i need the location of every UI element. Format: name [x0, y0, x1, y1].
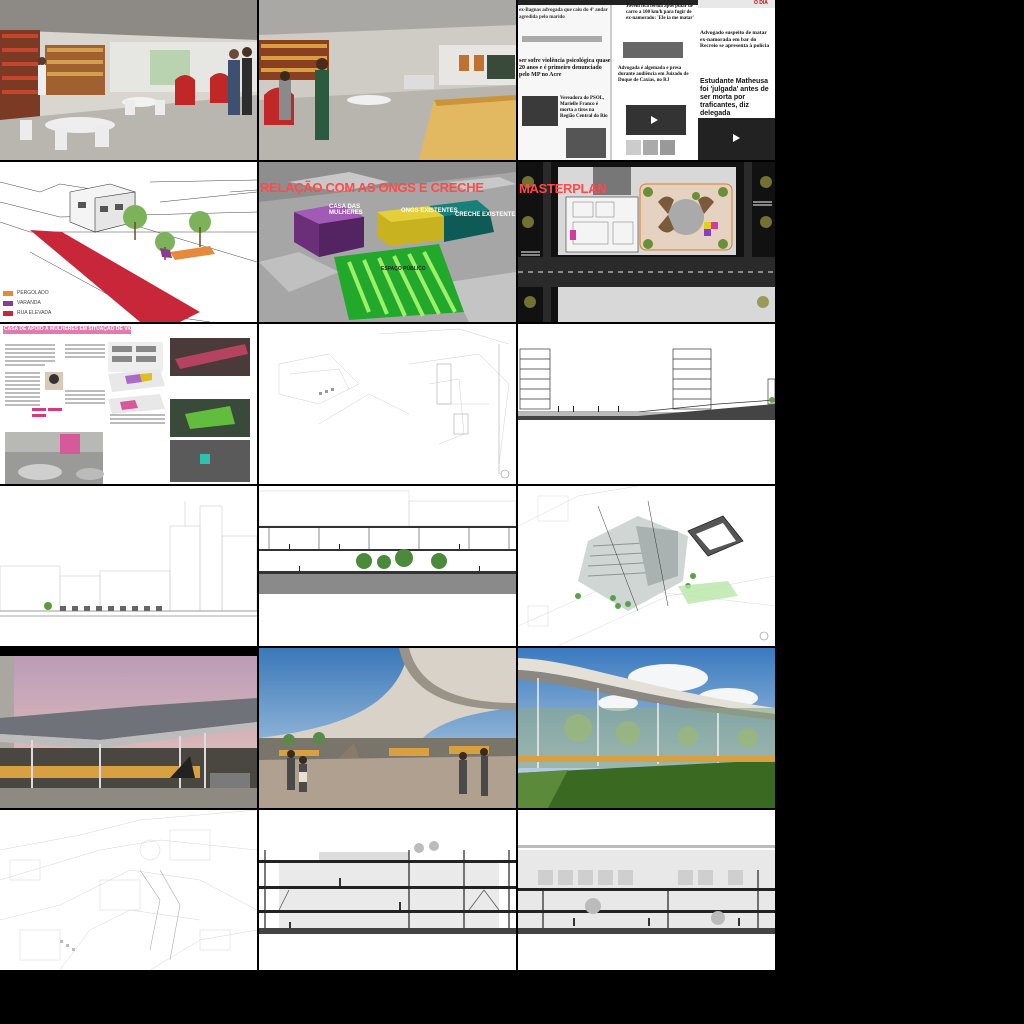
- masterplan-title: MASTERPLAN: [519, 181, 607, 196]
- legend-item-varanda: VARANDA: [3, 300, 51, 306]
- news-masthead: O DIA: [754, 0, 768, 6]
- elevation-skyline[interactable]: [0, 486, 257, 646]
- section-1[interactable]: [518, 324, 775, 484]
- section-2[interactable]: [259, 486, 516, 646]
- ngo-diagram-title: RELAÇÃO COM AS ONGS E CRECHE: [260, 180, 484, 195]
- label-espaco-publico: ESPAÇO PÚBLICO: [381, 266, 426, 272]
- news-headline-7: ex-Bagnas advogada que caiu do 4º andar …: [519, 8, 608, 20]
- project-board[interactable]: CASA DE APOIO À MULHERES EM SITUAÇÃO DE …: [0, 324, 257, 484]
- masterplan[interactable]: MASTERPLAN: [518, 162, 775, 322]
- urban-plan-lines[interactable]: [0, 810, 257, 970]
- news-headline-1: Jovem fica ferida após pular de carro a …: [626, 4, 695, 21]
- terminal-site-plan[interactable]: [518, 486, 775, 646]
- news-headline-3: ser sofre violência psicológica quase 20…: [519, 58, 611, 78]
- render-canopy-dusk[interactable]: [0, 648, 257, 808]
- news-headline-4: Advogada é algemada e presa durante audi…: [618, 66, 689, 83]
- legend-item-rua-elevada: RUA ELEVADA: [3, 310, 51, 316]
- news-headline-2: Advogado suspeito de matar ex-namorada e…: [700, 30, 770, 49]
- news-clippings[interactable]: ex-Bagnas advogada que caiu do 4º andar …: [518, 0, 775, 160]
- label-ongs-existentes: ONGS EXISTENTES: [401, 208, 458, 214]
- legend-item-pergolado: PERGOLADO: [3, 290, 51, 296]
- render-terminal-plaza[interactable]: [259, 648, 516, 808]
- render-library-interior-1[interactable]: [0, 0, 257, 160]
- render-library-interior-2[interactable]: [259, 0, 516, 160]
- site-axonometric[interactable]: PERGOLADO VARANDA RUA ELEVADA: [0, 162, 257, 322]
- news-headline-5: Vereadora do PSOL, Marielle Franco é mor…: [560, 96, 608, 119]
- site-plan-lines[interactable]: [259, 324, 516, 484]
- ngo-relations-diagram[interactable]: RELAÇÃO COM AS ONGS E CRECHE CASA DAS MU…: [259, 162, 516, 322]
- board-title: CASA DE APOIO À MULHERES EM SITUAÇÃO DE …: [4, 326, 152, 332]
- render-terminal-lawn[interactable]: [518, 648, 775, 808]
- label-creche-existente: CRECHE EXISTENTE: [455, 212, 516, 218]
- section-4[interactable]: [518, 810, 775, 970]
- news-headline-6: Estudante Matheusa foi 'julgada' antes d…: [700, 78, 769, 117]
- label-casa-das-mulheres: CASA DAS MULHERES: [329, 204, 363, 216]
- section-3[interactable]: [259, 810, 516, 970]
- axonometric-legend: PERGOLADO VARANDA RUA ELEVADA: [3, 286, 51, 316]
- image-grid: ex-Bagnas advogada que caiu do 4º andar …: [0, 0, 775, 970]
